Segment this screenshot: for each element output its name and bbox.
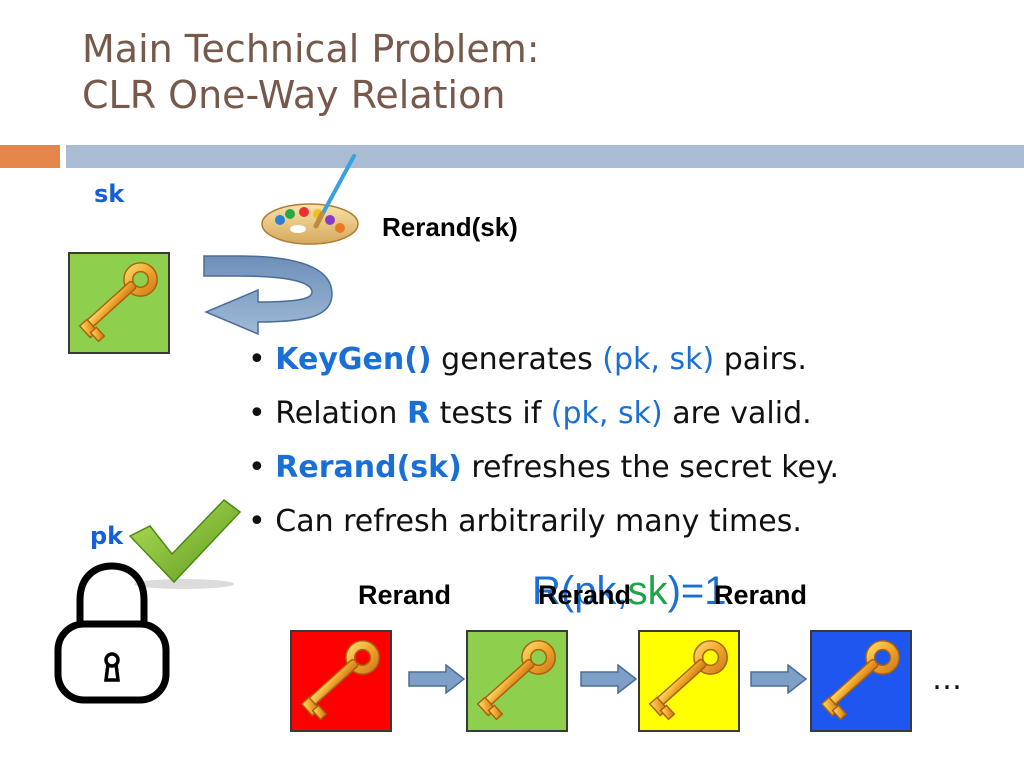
key-box-yellow <box>638 630 740 732</box>
title-line-2: CLR One-Way Relation <box>82 73 506 117</box>
golden-key-icon <box>648 640 728 721</box>
slide-title: Main Technical Problem: CLR One-Way Rela… <box>82 26 782 118</box>
accent-bar-orange <box>0 145 60 168</box>
rerand-label-1: Rerand <box>358 580 452 610</box>
rerand-sk-label: Rerand(sk) <box>382 212 518 242</box>
right-arrow-icon <box>408 664 466 694</box>
bullet-1: • KeyGen() generates (pk, sk) pairs. <box>248 342 807 377</box>
relation-text: R(pk,sk)=1 <box>532 569 727 613</box>
key-box-red <box>290 630 392 732</box>
padlock-icon <box>54 562 170 704</box>
right-arrow-icon <box>580 664 638 694</box>
key-box-green <box>466 630 568 732</box>
bullet-list: • KeyGen() generates (pk, sk) pairs. • R… <box>248 333 1018 549</box>
title-line-1: Main Technical Problem: <box>82 27 540 71</box>
golden-key-icon <box>300 640 380 721</box>
sk-key-box <box>68 252 170 354</box>
sk-label: sk <box>94 180 125 208</box>
golden-key-icon <box>78 262 158 343</box>
key-box-blue <box>810 630 912 732</box>
bullet-4: • Can refresh arbitrarily many times. <box>248 504 802 539</box>
bullet-2: • Relation R tests if (pk, sk) are valid… <box>248 396 812 431</box>
curved-arrow-icon <box>203 255 333 336</box>
right-arrow-icon <box>750 664 808 694</box>
golden-key-icon <box>820 640 900 721</box>
paint-palette-icon <box>261 154 359 245</box>
accent-bar-blue <box>66 145 1024 168</box>
bullet-3: • Rerand(sk) refreshes the secret key. <box>248 450 839 485</box>
pk-label: pk <box>90 522 124 550</box>
rerand-label-2: Rerand <box>538 580 632 610</box>
ellipsis: … <box>932 662 962 697</box>
golden-key-icon <box>476 640 556 721</box>
rerand-label-3: Rerand <box>714 580 808 610</box>
checkmark-icon <box>128 499 242 589</box>
